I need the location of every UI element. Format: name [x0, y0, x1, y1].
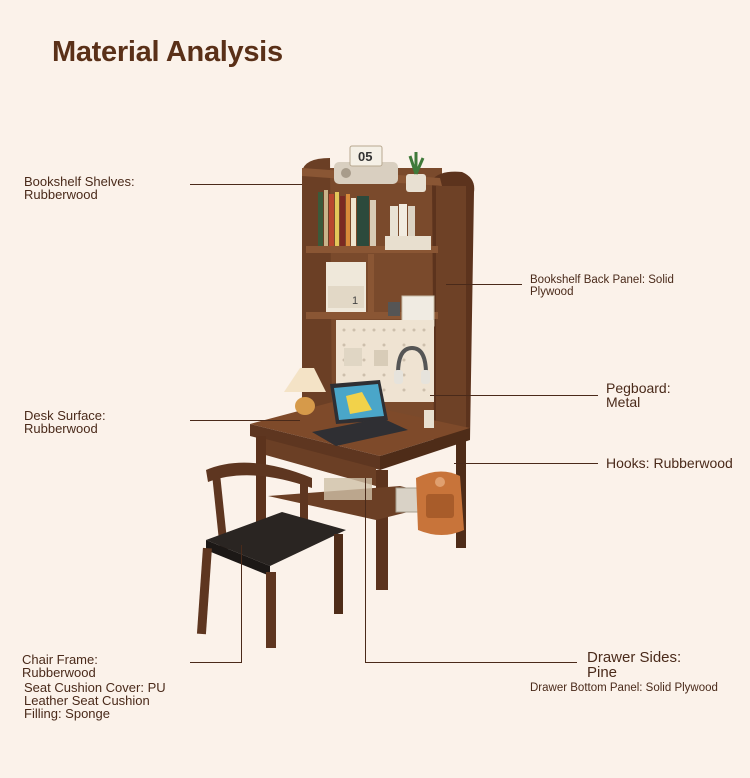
- headphones-icon: [396, 345, 428, 375]
- line-desk-surface: [190, 420, 300, 421]
- radio-icon: [334, 162, 398, 184]
- chair-backrest-top: [206, 462, 312, 488]
- chair-back-post-right: [300, 478, 308, 538]
- keyboard-icon: [312, 418, 408, 446]
- chair-leg-front-left: [196, 547, 212, 635]
- line-bookshelf-back-panel: [446, 284, 522, 285]
- label-bookshelf-shelves: Bookshelf Shelves: Rubberwood: [24, 174, 135, 202]
- plant-pot-icon: [406, 174, 426, 192]
- chair-back-post-left: [211, 471, 229, 553]
- label-seat-cushion: Seat Cushion Cover: PU Leather Seat Cush…: [24, 680, 166, 721]
- line-hooks: [454, 463, 598, 464]
- line-bookshelf-shelves: [190, 184, 302, 185]
- mug-icon: [424, 410, 434, 428]
- bookshelf-shelf-2: [306, 312, 438, 319]
- lamp-icon: [284, 368, 326, 392]
- label-bookshelf-back-panel: Bookshelf Back Panel: Solid Plywood: [530, 274, 674, 298]
- line-pegboard: [430, 395, 598, 396]
- label-drawer-bottom-panel: Drawer Bottom Panel: Solid Plywood: [530, 682, 718, 694]
- calendar-icon: [349, 145, 383, 167]
- chair-leg-front-right: [266, 572, 276, 648]
- calendar-day: 05: [358, 149, 372, 164]
- desk-leg-front-left: [256, 436, 266, 560]
- pen-holder-icon: [344, 348, 362, 366]
- label-desk-surface: Desk Surface: Rubberwood: [24, 408, 106, 436]
- svg-text:1: 1: [352, 295, 358, 307]
- storage-basket-icon: [395, 487, 421, 513]
- page-title: Material Analysis: [52, 36, 283, 68]
- label-pegboard: Pegboard: Metal: [606, 380, 671, 410]
- bookshelf-shelf-1: [306, 246, 438, 253]
- line-drawer-sides-vertical: [365, 478, 366, 663]
- books-top-shelf: [318, 190, 431, 250]
- line-chair-frame-horizontal: [190, 662, 242, 663]
- line-chair-frame-vertical: [241, 545, 242, 663]
- drawer-front: [262, 438, 376, 486]
- line-drawer-sides-horizontal: [365, 662, 577, 663]
- label-hooks: Hooks: Rubberwood: [606, 455, 733, 471]
- label-drawer-sides: Drawer Sides: Pine: [587, 649, 682, 681]
- chair-leg-back-right: [334, 534, 343, 614]
- bookshelf-divider: [368, 254, 374, 314]
- label-chair-frame: Chair Frame: Rubberwood: [22, 652, 98, 680]
